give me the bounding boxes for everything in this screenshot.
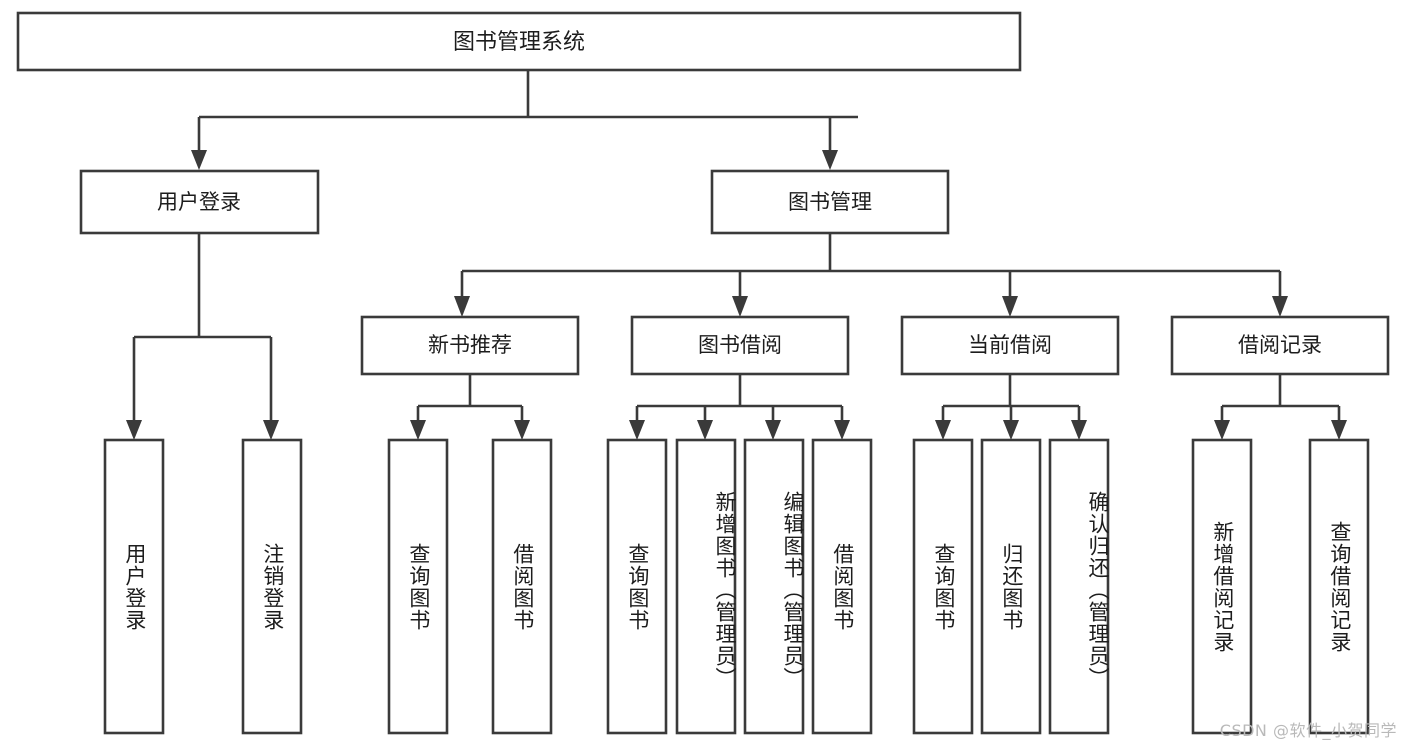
arrowhead-bookborrow-leaf-2 bbox=[697, 420, 713, 440]
arrowhead-bookborrow-leaf-3 bbox=[765, 420, 781, 440]
node-borrow-records-label: 借阅记录 bbox=[1238, 333, 1322, 357]
arrowhead-borrowrecords bbox=[1272, 296, 1288, 317]
leaf-box-nb-borrow-book[interactable] bbox=[491, 438, 553, 735]
arrowhead-logout-leaf bbox=[263, 420, 279, 440]
node-user-login-box[interactable] bbox=[79, 169, 320, 235]
node-root-box[interactable] bbox=[16, 11, 1022, 72]
arrowhead-bookborrow bbox=[732, 296, 748, 317]
leaf-box-logout[interactable] bbox=[241, 438, 303, 735]
watermark-label: CSDN @软件_小贺同学 bbox=[1219, 721, 1397, 740]
arrowhead-currentborrow-leaf-3 bbox=[1071, 420, 1087, 440]
connector-group bbox=[126, 70, 1347, 440]
leaf-box-cb-confirm-return[interactable] bbox=[1048, 438, 1110, 735]
arrowhead-bookborrow-leaf-1 bbox=[629, 420, 645, 440]
node-book-management[interactable]: 图书管理 bbox=[710, 169, 950, 235]
leaf-box-cb-query-book[interactable] bbox=[912, 438, 974, 735]
node-current-borrow[interactable]: 当前借阅 bbox=[900, 315, 1120, 376]
arrowhead-user-login-leaf bbox=[126, 420, 142, 440]
leaf-box-br-add-record[interactable] bbox=[1191, 438, 1253, 735]
leaf-box-bb-query-book[interactable] bbox=[606, 438, 668, 735]
node-book-management-label: 图书管理 bbox=[788, 190, 872, 214]
arrowhead-currentborrow bbox=[1002, 296, 1018, 317]
node-book-borrow-box[interactable] bbox=[630, 315, 850, 376]
arrowhead-bookborrow-leaf-4 bbox=[834, 420, 850, 440]
node-root-label: 图书管理系统 bbox=[453, 30, 585, 55]
node-user-login[interactable]: 用户登录 bbox=[79, 169, 320, 235]
arrowhead-currentborrow-leaf-2 bbox=[1003, 420, 1019, 440]
node-user-login-label: 用户登录 bbox=[157, 190, 241, 214]
node-new-book-recommend[interactable]: 新书推荐 bbox=[360, 315, 580, 376]
leaf-box-br-query-record[interactable] bbox=[1308, 438, 1370, 735]
node-book-management-box[interactable] bbox=[710, 169, 950, 235]
node-current-borrow-box[interactable] bbox=[900, 315, 1120, 376]
arrowhead-borrowrecords-leaf-2 bbox=[1331, 420, 1347, 440]
leaf-box-group bbox=[103, 438, 1370, 735]
arrowhead-currentborrow-leaf-1 bbox=[935, 420, 951, 440]
node-book-borrow[interactable]: 图书借阅 bbox=[630, 315, 850, 376]
node-borrow-records[interactable]: 借阅记录 bbox=[1170, 315, 1390, 376]
leaf-box-cb-return-book[interactable] bbox=[980, 438, 1042, 735]
node-borrow-records-box[interactable] bbox=[1170, 315, 1390, 376]
arrowhead-newbooks-leaf-2 bbox=[514, 420, 530, 440]
leaf-box-bb-borrow-book[interactable] bbox=[811, 438, 873, 735]
node-new-book-recommend-box[interactable] bbox=[360, 315, 580, 376]
leaf-box-bb-add-book[interactable] bbox=[675, 438, 737, 735]
arrowhead-userlogin bbox=[191, 150, 207, 170]
arrowhead-newbooks bbox=[454, 296, 470, 317]
leaf-box-bb-edit-book[interactable] bbox=[743, 438, 805, 735]
node-current-borrow-label: 当前借阅 bbox=[968, 333, 1052, 357]
leaf-box-user-login[interactable] bbox=[103, 438, 165, 735]
node-root[interactable]: 图书管理系统 bbox=[16, 11, 1022, 72]
arrowhead-bookmgmt bbox=[822, 150, 838, 170]
leaf-box-nb-query-book[interactable] bbox=[387, 438, 449, 735]
node-book-borrow-label: 图书借阅 bbox=[698, 333, 782, 357]
arrowhead-borrowrecords-leaf-1 bbox=[1214, 420, 1230, 440]
arrowhead-newbooks-leaf-1 bbox=[410, 420, 426, 440]
node-new-book-recommend-label: 新书推荐 bbox=[428, 333, 512, 357]
